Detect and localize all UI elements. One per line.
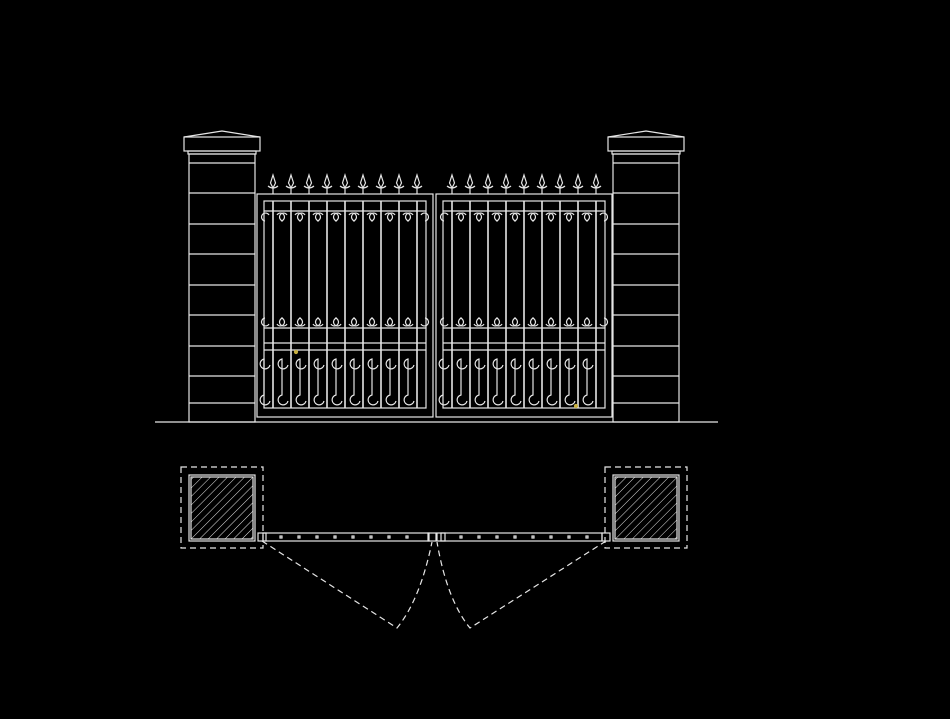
finial-spike bbox=[321, 172, 333, 194]
finial-spike bbox=[500, 172, 512, 194]
lower-s-scroll bbox=[528, 358, 540, 406]
leaf-bar-section bbox=[459, 535, 463, 539]
gate-plan-view bbox=[180, 466, 688, 629]
lower-s-scroll bbox=[564, 358, 576, 406]
finial-spike bbox=[572, 172, 584, 194]
leaf-bar-section bbox=[315, 535, 319, 539]
leaf-bar-section bbox=[531, 535, 535, 539]
leaf-bar-section bbox=[513, 535, 517, 539]
finial-spike bbox=[482, 172, 494, 194]
middle-scroll bbox=[405, 317, 429, 327]
lower-s-scroll bbox=[403, 358, 415, 406]
finial-spike bbox=[590, 172, 602, 194]
leaf-bar-section bbox=[477, 535, 481, 539]
finial-spike bbox=[375, 172, 387, 194]
leaf-bar-section bbox=[549, 535, 553, 539]
lower-s-scroll bbox=[259, 358, 271, 406]
leaf-bar-section bbox=[405, 535, 409, 539]
finial-spike bbox=[536, 172, 548, 194]
swing-arc-right bbox=[436, 540, 607, 629]
finial-spike bbox=[393, 172, 405, 194]
leaf-bar-section bbox=[351, 535, 355, 539]
pillar-body bbox=[188, 153, 256, 423]
hinge-post bbox=[257, 532, 267, 542]
leaf-bar-section bbox=[495, 535, 499, 539]
finial-spike bbox=[554, 172, 566, 194]
accent-mark bbox=[573, 403, 579, 409]
pillar-cap bbox=[183, 136, 261, 152]
hinge-post bbox=[436, 532, 446, 542]
finial-spike bbox=[464, 172, 476, 194]
pillar-cap-top bbox=[607, 130, 685, 138]
pillar bbox=[183, 130, 261, 423]
finial-spike bbox=[446, 172, 458, 194]
pier-outline bbox=[188, 474, 256, 542]
pier-hatched-section bbox=[190, 476, 254, 540]
finial-spike bbox=[285, 172, 297, 194]
pillar-cap bbox=[607, 136, 685, 152]
gate-leaf-plan-left bbox=[262, 532, 430, 542]
lower-s-scroll bbox=[295, 358, 307, 406]
finial-spike bbox=[357, 172, 369, 194]
leaf-bar-section bbox=[369, 535, 373, 539]
lower-s-scroll bbox=[367, 358, 379, 406]
upper-scroll bbox=[584, 212, 608, 222]
pier-outline bbox=[612, 474, 680, 542]
lower-s-scroll bbox=[510, 358, 522, 406]
lower-s-scroll bbox=[582, 358, 594, 406]
pier-footing-dashed bbox=[604, 466, 688, 549]
pillar-cap-top bbox=[183, 130, 261, 138]
finial-spike bbox=[339, 172, 351, 194]
lower-s-scroll bbox=[456, 358, 468, 406]
gate-elevation-view bbox=[155, 130, 718, 423]
leaf-bar-section bbox=[567, 535, 571, 539]
pillar-body bbox=[612, 153, 680, 423]
finial-spike bbox=[303, 172, 315, 194]
leaf-bar-section bbox=[333, 535, 337, 539]
lower-s-scroll bbox=[331, 358, 343, 406]
lower-s-scroll bbox=[546, 358, 558, 406]
gate-leaf-plan-right bbox=[440, 532, 603, 542]
swing-arc-left bbox=[261, 540, 433, 629]
lower-s-scroll bbox=[277, 358, 289, 406]
gate-leaf bbox=[435, 172, 613, 418]
pier-hatched-section bbox=[614, 476, 678, 540]
finial-spike bbox=[518, 172, 530, 194]
pier-footing-dashed bbox=[180, 466, 264, 549]
lower-s-scroll bbox=[313, 358, 325, 406]
hinge-post bbox=[601, 532, 611, 542]
lower-s-scroll bbox=[385, 358, 397, 406]
upper-scroll bbox=[405, 212, 429, 222]
accent-mark bbox=[293, 349, 299, 355]
lower-s-scroll bbox=[438, 358, 450, 406]
hinge-post bbox=[427, 532, 437, 542]
finial-spike bbox=[411, 172, 423, 194]
lower-s-scroll bbox=[474, 358, 486, 406]
gate-leaf bbox=[256, 172, 434, 418]
middle-scroll bbox=[584, 317, 608, 327]
lower-s-scroll bbox=[492, 358, 504, 406]
lower-s-scroll bbox=[349, 358, 361, 406]
finial-spike bbox=[267, 172, 279, 194]
leaf-bar-section bbox=[279, 535, 283, 539]
pillar bbox=[607, 130, 685, 423]
leaf-bar-section bbox=[585, 535, 589, 539]
leaf-bar-section bbox=[387, 535, 391, 539]
leaf-bar-section bbox=[297, 535, 301, 539]
